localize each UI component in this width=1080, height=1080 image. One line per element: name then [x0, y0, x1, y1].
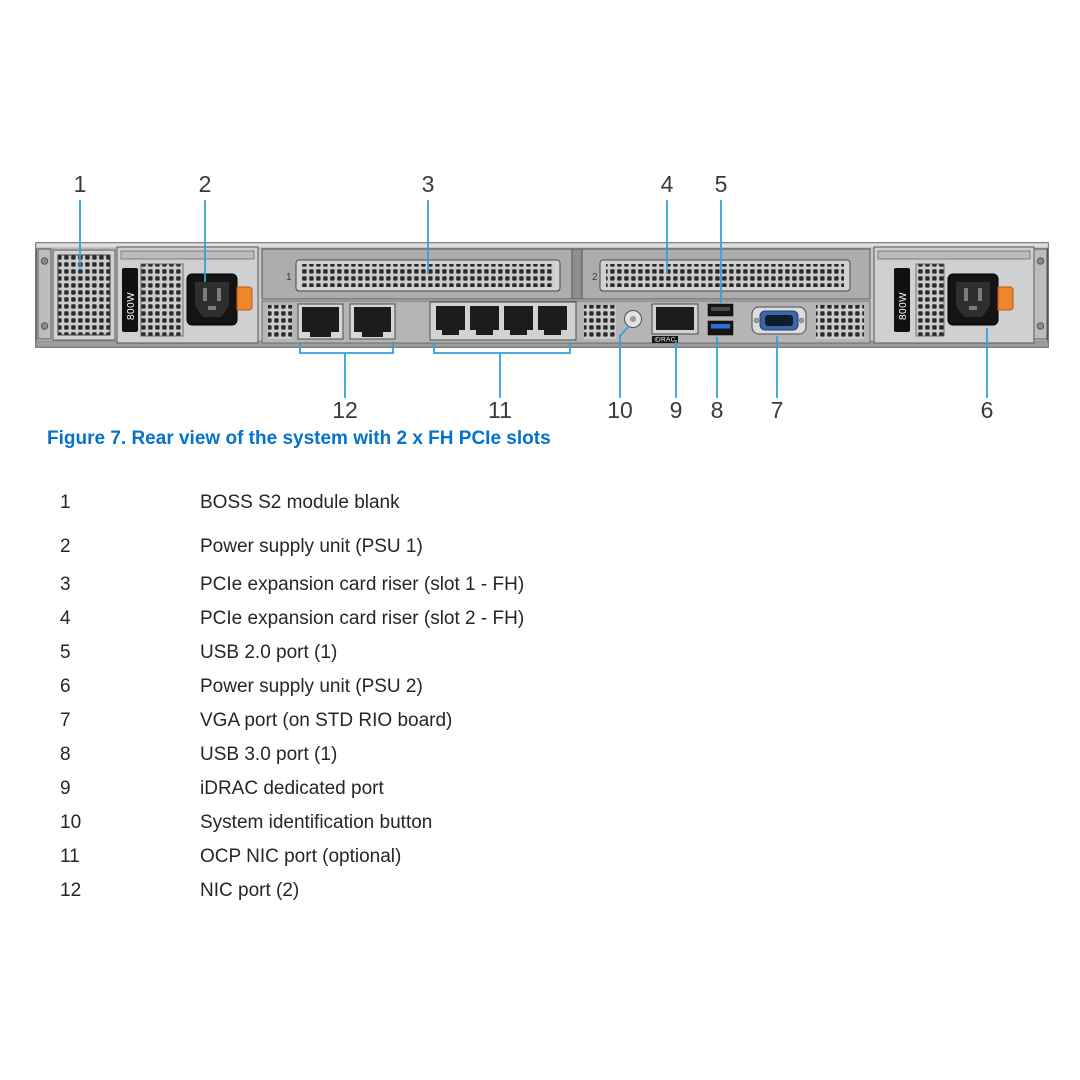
callout-7: 7 — [771, 397, 784, 423]
legend-row: 2 Power supply unit (PSU 1) — [60, 536, 980, 558]
boss-s2-module-blank — [52, 249, 116, 341]
legend-number: 6 — [60, 676, 71, 697]
psu-1-release-latch — [236, 286, 253, 311]
legend-row: 12 NIC port (2) — [60, 880, 980, 902]
psu-1: 800W — [116, 246, 259, 344]
legend-description: USB 2.0 port (1) — [200, 642, 338, 663]
ocp-nic-ports — [429, 301, 577, 341]
left-mounting-ear — [37, 248, 52, 340]
psu-2-power-inlet — [947, 273, 999, 326]
legend-description: Power supply unit (PSU 2) — [200, 676, 423, 697]
callout-line-10 — [619, 325, 630, 398]
callout-4: 4 — [661, 171, 674, 197]
psu-1-power-inlet — [186, 273, 238, 326]
pcie-riser-1: 1 — [261, 248, 573, 300]
callout-5: 5 — [715, 171, 728, 197]
legend-description: Power supply unit (PSU 1) — [200, 536, 423, 557]
legend-number: 11 — [60, 846, 80, 867]
callout-line-11 — [433, 342, 571, 398]
legend-description: BOSS S2 module blank — [200, 492, 400, 513]
legend-description: PCIe expansion card riser (slot 2 - FH) — [200, 608, 525, 629]
riser-divider — [571, 248, 583, 300]
legend-description: VGA port (on STD RIO board) — [200, 710, 453, 731]
legend-row: 6 Power supply unit (PSU 2) — [60, 676, 980, 698]
psu-2-wattage-label: 800W — [898, 292, 909, 320]
legend-number: 10 — [60, 812, 82, 833]
psu-2-release-latch — [997, 286, 1014, 311]
callout-8: 8 — [711, 397, 724, 423]
callout-line-12 — [299, 342, 394, 398]
psu-2: 800W — [873, 246, 1035, 344]
legend-row: 4 PCIe expansion card riser (slot 2 - FH… — [60, 608, 980, 630]
io-panel-vents-right — [816, 305, 864, 339]
legend-row: 5 USB 2.0 port (1) — [60, 642, 980, 664]
callout-11: 11 — [488, 397, 512, 423]
psu-1-wattage-label: 800W — [126, 292, 137, 320]
callout-10: 10 — [607, 397, 633, 423]
callout-6: 6 — [981, 397, 994, 423]
legend-description: USB 3.0 port (1) — [200, 744, 338, 765]
io-panel-vents-mid — [584, 305, 616, 339]
idrac-port-label: iDRAC — [654, 337, 675, 344]
nic-port-2 — [349, 303, 396, 340]
legend-number: 1 — [60, 492, 71, 513]
idrac-port: iDRAC — [651, 303, 699, 344]
legend-row: 10 System identification button — [60, 812, 980, 834]
system-id-button — [624, 310, 642, 328]
legend-number: 4 — [60, 608, 71, 629]
legend-row: 3 PCIe expansion card riser (slot 1 - FH… — [60, 574, 980, 596]
riser-1-label: 1 — [286, 272, 292, 283]
callout-numbers: 1 2 3 4 5 12 11 10 9 8 7 6 — [74, 171, 994, 423]
usb-2-port — [707, 303, 734, 317]
nic-ports — [297, 303, 396, 340]
legend-description: System identification button — [200, 812, 433, 833]
riser-2-label: 2 — [592, 272, 598, 283]
legend-number: 7 — [60, 710, 71, 731]
legend-row: 1 BOSS S2 module blank — [60, 492, 980, 514]
legend-row: 8 USB 3.0 port (1) — [60, 744, 980, 766]
callout-lines — [79, 200, 988, 398]
vga-port — [751, 306, 807, 335]
legend-description: iDRAC dedicated port — [200, 778, 384, 799]
right-mounting-ear — [1033, 248, 1048, 340]
server-rear-figure: 800W 1 2 — [35, 171, 1049, 423]
figure-caption: Figure 7. Rear view of the system with 2… — [47, 428, 551, 449]
callout-9: 9 — [670, 397, 683, 423]
legend-number: 2 — [60, 536, 71, 557]
callout-12: 12 — [332, 397, 358, 423]
legend-number: 8 — [60, 744, 71, 765]
callout-2: 2 — [199, 171, 212, 197]
legend-number: 12 — [60, 880, 82, 901]
usb-3-port — [707, 320, 734, 336]
figure-legend: 1 BOSS S2 module blank 2 Power supply un… — [60, 492, 980, 914]
legend-number: 5 — [60, 642, 71, 663]
legend-row: 9 iDRAC dedicated port — [60, 778, 980, 800]
nic-port-1 — [297, 303, 344, 340]
legend-row: 11 OCP NIC port (optional) — [60, 846, 980, 868]
callout-1: 1 — [74, 171, 87, 197]
io-panel-vents-left — [268, 305, 292, 339]
legend-row: 7 VGA port (on STD RIO board) — [60, 710, 980, 732]
legend-description: NIC port (2) — [200, 880, 300, 901]
callout-3: 3 — [422, 171, 435, 197]
legend-description: OCP NIC port (optional) — [200, 846, 402, 867]
legend-description: PCIe expansion card riser (slot 1 - FH) — [200, 574, 525, 595]
legend-number: 3 — [60, 574, 71, 595]
pcie-riser-2: 2 — [581, 248, 871, 300]
legend-number: 9 — [60, 778, 71, 799]
